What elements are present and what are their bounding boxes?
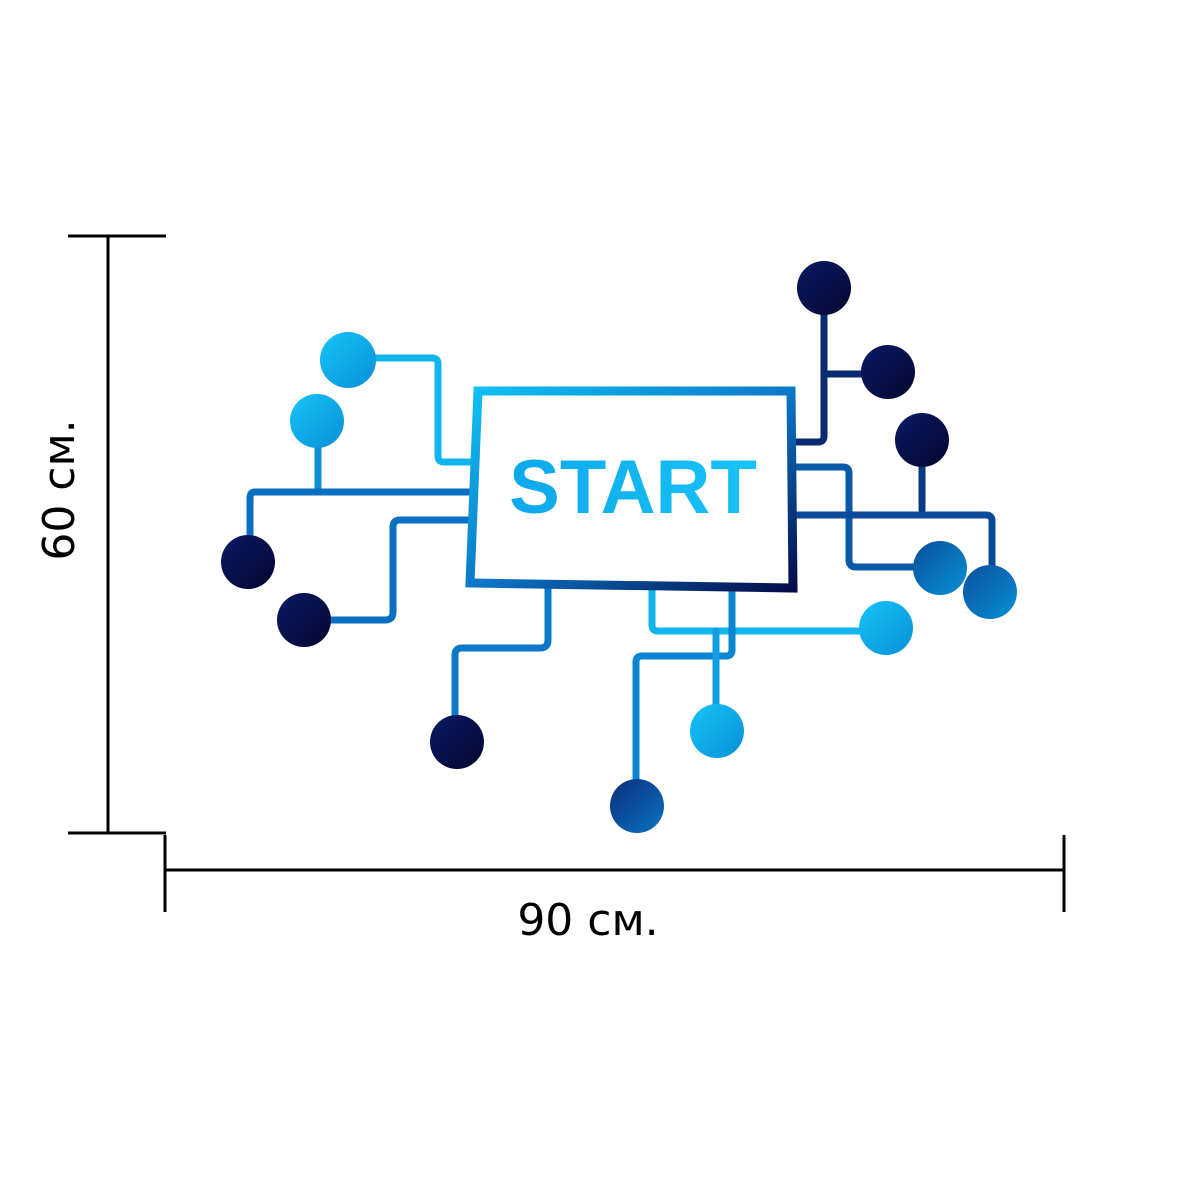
height-dimension-line — [68, 234, 166, 835]
circuit-traces-right — [793, 286, 996, 596]
circuit-nodes — [221, 261, 1017, 833]
node-dot — [861, 345, 915, 399]
circuit-traces-left — [246, 354, 476, 624]
node-dot — [277, 593, 331, 647]
node-dot — [895, 413, 949, 467]
width-dimension-line — [163, 835, 1066, 912]
node-dot — [913, 541, 967, 595]
node-dot — [690, 704, 744, 758]
node-dot — [963, 565, 1017, 619]
node-dot — [221, 535, 275, 589]
node-dot — [430, 715, 484, 769]
start-label: START — [509, 445, 757, 530]
node-dot — [320, 332, 376, 388]
node-dot — [610, 779, 664, 833]
circuit-traces-bottom — [451, 584, 890, 810]
node-dot — [859, 601, 913, 655]
start-screen-frame — [465, 386, 798, 593]
node-dot — [797, 261, 851, 315]
node-dot — [290, 394, 344, 448]
height-label: 60 см. — [34, 419, 85, 560]
width-label: 90 см. — [517, 895, 658, 946]
